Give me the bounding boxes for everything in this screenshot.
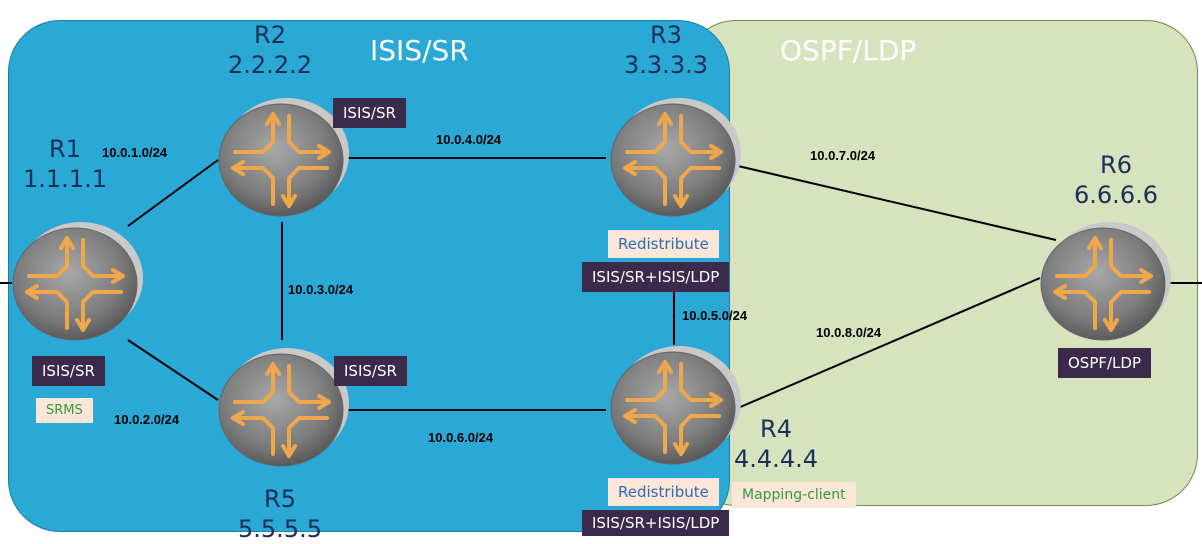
r5-protocol-badge: ISIS/SR <box>334 356 407 386</box>
router-r4-label: R4 4.4.4.4 <box>726 414 826 474</box>
r6-protocol-badge: OSPF/LDP <box>1058 348 1152 378</box>
ospf-region-title: OSPF/LDP <box>780 34 917 67</box>
router-r2-icon <box>217 96 351 218</box>
router-r3-icon <box>609 96 743 218</box>
router-r4-ip: 4.4.4.4 <box>734 445 818 473</box>
link-r1-r2 <box>127 159 219 227</box>
subnet-r2-r5: 10.0.3.0/24 <box>288 282 354 297</box>
r1-protocol-badge: ISIS/SR <box>32 356 105 386</box>
router-r5-label: R5 5.5.5.5 <box>230 484 330 544</box>
router-r4-name: R4 <box>760 415 792 443</box>
link-r4-r6 <box>737 277 1041 409</box>
subnet-r5-r4: 10.0.6.0/24 <box>428 430 494 445</box>
router-r6-ip: 6.6.6.6 <box>1074 181 1158 209</box>
router-r1-ip: 1.1.1.1 <box>23 165 107 193</box>
r2-protocol-badge: ISIS/SR <box>333 98 406 128</box>
subnet-r1-r2: 10.0.1.0/24 <box>102 145 168 160</box>
router-r2-ip: 2.2.2.2 <box>228 51 312 79</box>
subnet-r2-r3: 10.0.4.0/24 <box>436 132 502 147</box>
router-r2-label: R2 2.2.2.2 <box>220 20 320 80</box>
router-r5-ip: 5.5.5.5 <box>238 515 322 543</box>
router-r1-label: R1 1.1.1.1 <box>20 134 110 194</box>
router-r2-name: R2 <box>254 21 286 49</box>
link-r1-r5 <box>127 339 219 401</box>
router-r3-name: R3 <box>650 21 682 49</box>
router-r6-name: R6 <box>1100 151 1132 179</box>
router-r5-icon <box>217 346 351 468</box>
router-r6-label: R6 6.6.6.6 <box>1066 150 1166 210</box>
link-r3-r6 <box>737 165 1057 241</box>
subnet-r3-r4: 10.0.5.0/24 <box>682 308 748 323</box>
router-r1-icon <box>11 220 145 342</box>
router-r4-icon <box>609 344 743 466</box>
subnet-r4-r6: 10.0.8.0/24 <box>816 325 882 340</box>
router-r3-ip: 3.3.3.3 <box>624 51 708 79</box>
r4-redistribute-badge: Redistribute <box>608 478 719 506</box>
subnet-r1-r5: 10.0.2.0/24 <box>114 412 180 427</box>
router-r5-name: R5 <box>264 485 296 513</box>
r4-mapping-client-badge: Mapping-client <box>732 482 856 508</box>
isis-region-title: ISIS/SR <box>370 34 469 67</box>
r4-protocol-badge: ISIS/SR+ISIS/LDP <box>582 510 730 536</box>
r1-srms-badge: SRMS <box>36 398 93 423</box>
r3-protocol-badge: ISIS/SR+ISIS/LDP <box>582 262 730 292</box>
subnet-r3-r6: 10.0.7.0/24 <box>810 148 876 163</box>
r3-redistribute-badge: Redistribute <box>608 230 719 258</box>
router-r1-name: R1 <box>49 135 81 163</box>
router-r6-icon <box>1039 220 1173 342</box>
router-r3-label: R3 3.3.3.3 <box>616 20 716 80</box>
